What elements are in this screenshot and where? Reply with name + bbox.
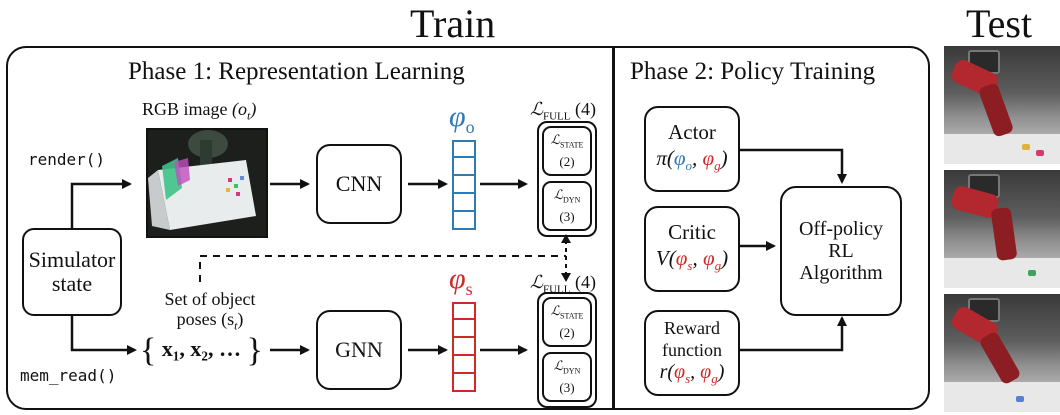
loss-dyn-top-box: ℒDYN (3)	[542, 181, 592, 231]
loss-full-top-box	[537, 121, 597, 237]
mem-read-call-label: mem_read()	[20, 366, 117, 385]
simulator-state-box: Simulator state	[22, 228, 122, 316]
phi-o-vector	[452, 140, 476, 230]
rgb-image-text: RGB image	[142, 99, 228, 119]
pose-set-elements: x₁, x₂, …	[161, 336, 242, 361]
test-title: Test	[966, 1, 1033, 46]
actor-expression: π(φo, φg)	[656, 145, 728, 174]
phase2-title: Phase 2: Policy Training	[630, 58, 876, 85]
algo-line1: Off-policy	[798, 218, 884, 240]
critic-label: Critic	[668, 219, 716, 244]
gnn-label: GNN	[335, 337, 383, 362]
right-brace: }	[246, 332, 263, 369]
train-frame	[6, 46, 930, 410]
rgb-image-label: RGB image (ot)	[142, 99, 256, 124]
phi-s-vector	[452, 302, 476, 392]
rendered-scene-image	[148, 130, 266, 236]
reward-label-line1: Reward	[664, 317, 720, 338]
rgb-var: (ot)	[232, 99, 257, 123]
loss-full-top-label: ℒFULL (4)	[530, 99, 596, 123]
loss-state-top-box: ℒSTATE (2)	[542, 126, 592, 176]
rgb-image	[146, 128, 268, 238]
algo-line2: RL	[828, 240, 854, 262]
critic-box: Critic V(φs, φg)	[644, 206, 740, 292]
phi-s-label: φs	[449, 262, 473, 299]
simulator-state-label: Simulator state	[28, 247, 116, 296]
actor-box: Actor π(φo, φg)	[644, 106, 740, 192]
phase-divider	[612, 47, 615, 409]
left-brace: {	[140, 332, 157, 369]
reward-label-line2: function	[662, 339, 722, 360]
cnn-box: CNN	[316, 144, 402, 224]
loss-state-bottom-box: ℒSTATE (2)	[542, 297, 592, 347]
test-photo-1	[944, 46, 1060, 164]
object-pose-set: { x₁, x₂, … }	[140, 332, 263, 370]
reward-expression: r(φs, φg)	[659, 360, 725, 386]
phi-o-label: φo	[449, 100, 475, 137]
object-poses-line1: Set of object	[164, 289, 256, 309]
cnn-label: CNN	[335, 171, 383, 196]
rl-algorithm-box: Off-policy RL Algorithm	[780, 186, 902, 316]
reward-box: Reward function r(φs, φg)	[644, 310, 740, 396]
render-call-label: render()	[28, 150, 106, 169]
phase1-title: Phase 1: Representation Learning	[128, 58, 465, 85]
train-title: Train	[410, 1, 496, 46]
loss-full-bottom-box	[537, 292, 597, 408]
object-poses-line2: poses (st)	[176, 309, 244, 333]
test-photo-2	[944, 170, 1060, 288]
loss-dyn-bottom-box: ℒDYN (3)	[542, 352, 592, 402]
object-poses-label: Set of object poses (st)	[156, 289, 264, 336]
actor-label: Actor	[668, 119, 716, 144]
gnn-box: GNN	[316, 310, 402, 390]
algo-line3: Algorithm	[799, 262, 883, 284]
test-photo-3	[944, 294, 1060, 412]
critic-expression: V(φs, φg)	[655, 245, 729, 274]
